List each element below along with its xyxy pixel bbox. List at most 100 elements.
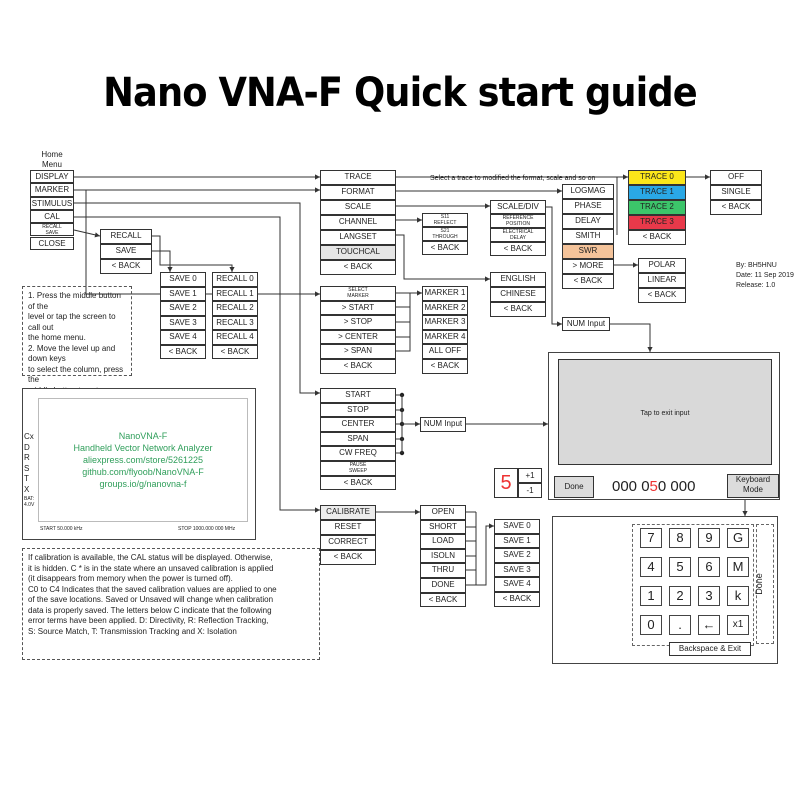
format-menu-logmag[interactable]: LOGMAG — [562, 184, 614, 199]
lang-menu-chinese[interactable]: CHINESE — [490, 287, 546, 302]
trace-mode-menu-off[interactable]: OFF — [710, 170, 762, 185]
key-5[interactable]: 5 — [669, 557, 691, 577]
marker-list-marker-1[interactable]: MARKER 1 — [422, 286, 468, 301]
home-menu-display[interactable]: DISPLAY — [30, 170, 74, 184]
stimulus-menu-stop[interactable]: STOP — [320, 402, 396, 418]
scale-menu-back[interactable]: < BACK — [490, 242, 546, 256]
lang-menu-english[interactable]: ENGLISH — [490, 272, 546, 287]
cal-steps-done[interactable]: DONE — [420, 578, 466, 593]
trace-mode-menu-single[interactable]: SINGLE — [710, 185, 762, 200]
marker-list-marker-3[interactable]: MARKER 3 — [422, 315, 468, 330]
cal-save-save-3[interactable]: SAVE 3 — [494, 562, 540, 578]
key-1[interactable]: 1 — [640, 586, 662, 606]
num-input-stimulus[interactable]: NUM Input — [420, 417, 466, 432]
format-menu-smith[interactable]: SMITH — [562, 229, 614, 244]
cal-steps-isoln[interactable]: ISOLN — [420, 548, 466, 564]
recall-list-recall-4[interactable]: RECALL 4 — [212, 330, 258, 345]
display-menu-back[interactable]: < BACK — [320, 260, 396, 275]
display-menu-format[interactable]: FORMAT — [320, 185, 396, 200]
recall-list-recall-2[interactable]: RECALL 2 — [212, 301, 258, 316]
key-g[interactable]: G — [727, 528, 749, 548]
stimulus-menu-back[interactable]: < BACK — [320, 475, 396, 491]
cal-save-save-2[interactable]: SAVE 2 — [494, 548, 540, 563]
more-menu-back[interactable]: < BACK — [638, 288, 686, 303]
channel-menu-back[interactable]: < BACK — [422, 241, 468, 255]
display-menu-channel[interactable]: CHANNEL — [320, 215, 396, 230]
trace-menu-back[interactable]: < BACK — [628, 230, 686, 245]
trace-mode-menu-back[interactable]: < BACK — [710, 200, 762, 215]
marker-list-marker-2[interactable]: MARKER 2 — [422, 300, 468, 316]
input-done-button[interactable]: Done — [554, 476, 594, 498]
stimulus-menu-center[interactable]: CENTER — [320, 417, 396, 432]
format-menu-more[interactable]: > MORE — [562, 259, 614, 274]
save-list-save-2[interactable]: SAVE 2 — [160, 301, 206, 316]
key-k[interactable]: k — [727, 586, 749, 606]
key-x1[interactable]: x1 — [727, 615, 749, 635]
home-menu-marker[interactable]: MARKER — [30, 183, 74, 197]
key-3[interactable]: 3 — [698, 586, 720, 606]
format-menu-swr[interactable]: SWR — [562, 244, 614, 259]
marker-list-all-off[interactable]: ALL OFF — [422, 344, 468, 359]
cal-save-back[interactable]: < BACK — [494, 592, 540, 607]
cal-steps-load[interactable]: LOAD — [420, 534, 466, 549]
marker-menu-span[interactable]: > SPAN — [320, 344, 396, 359]
recall-list-back[interactable]: < BACK — [212, 344, 258, 359]
display-menu-touchcal[interactable]: TOUCHCAL — [320, 245, 396, 260]
key-dot[interactable]: . — [669, 615, 691, 635]
recall-list-recall-1[interactable]: RECALL 1 — [212, 286, 258, 301]
cal-steps-back[interactable]: < BACK — [420, 592, 466, 608]
stimulus-menu-span[interactable]: SPAN — [320, 431, 396, 447]
marker-menu-stop[interactable]: > STOP — [320, 315, 396, 330]
backspace-exit-button[interactable]: Backspace & Exit — [669, 642, 751, 656]
key-backspace[interactable]: ← — [698, 615, 720, 635]
save-list-save-3[interactable]: SAVE 3 — [160, 315, 206, 330]
cal-save-save-4[interactable]: SAVE 4 — [494, 577, 540, 592]
stimulus-menu-start[interactable]: START — [320, 388, 396, 403]
home-menu-stimulus[interactable]: STIMULUS — [30, 196, 74, 210]
cal-save-save-0[interactable]: SAVE 0 — [494, 519, 540, 534]
cal-steps-short[interactable]: SHORT — [420, 519, 466, 535]
marker-list-marker-4[interactable]: MARKER 4 — [422, 329, 468, 345]
recall-save-menu-recall[interactable]: RECALL — [100, 229, 152, 244]
display-menu-scale[interactable]: SCALE — [320, 200, 396, 215]
marker-list-back[interactable]: < BACK — [422, 359, 468, 374]
save-list-back[interactable]: < BACK — [160, 344, 206, 359]
home-menu-cal[interactable]: CAL — [30, 209, 74, 224]
tap-to-exit-area[interactable] — [558, 359, 772, 465]
key-9[interactable]: 9 — [698, 528, 720, 548]
increment-minus-button[interactable]: -1 — [518, 483, 542, 498]
cal-save-save-1[interactable]: SAVE 1 — [494, 533, 540, 549]
key-7[interactable]: 7 — [640, 528, 662, 548]
calibrate-menu-calibrate[interactable]: CALIBRATE — [320, 505, 376, 520]
calibrate-menu-back[interactable]: < BACK — [320, 550, 376, 565]
key-m[interactable]: M — [727, 557, 749, 577]
cal-steps-open[interactable]: OPEN — [420, 505, 466, 520]
more-menu-linear[interactable]: LINEAR — [638, 273, 686, 288]
trace-menu-trace-2[interactable]: TRACE 2 — [628, 200, 686, 215]
scale-menu-scale-div[interactable]: SCALE/DIV — [490, 200, 546, 214]
key-4[interactable]: 4 — [640, 557, 662, 577]
save-list-save-4[interactable]: SAVE 4 — [160, 330, 206, 345]
display-menu-langset[interactable]: LANGSET — [320, 230, 396, 245]
recall-save-menu-back[interactable]: < BACK — [100, 259, 152, 274]
calibrate-menu-correct[interactable]: CORRECT — [320, 535, 376, 550]
marker-menu-start[interactable]: > START — [320, 300, 396, 316]
recall-save-menu-save[interactable]: SAVE — [100, 244, 152, 259]
key-6[interactable]: 6 — [698, 557, 720, 577]
display-menu-trace[interactable]: TRACE — [320, 170, 396, 185]
save-list-save-1[interactable]: SAVE 1 — [160, 286, 206, 301]
stimulus-menu-cw-freq[interactable]: CW FREQ — [320, 446, 396, 461]
format-menu-phase[interactable]: PHASE — [562, 199, 614, 214]
num-input-display[interactable]: NUM Input — [562, 317, 610, 331]
recall-list-recall-0[interactable]: RECALL 0 — [212, 272, 258, 287]
lang-menu-back[interactable]: < BACK — [490, 302, 546, 317]
recall-list-recall-3[interactable]: RECALL 3 — [212, 315, 258, 330]
key-0[interactable]: 0 — [640, 615, 662, 635]
save-list-save-0[interactable]: SAVE 0 — [160, 272, 206, 287]
